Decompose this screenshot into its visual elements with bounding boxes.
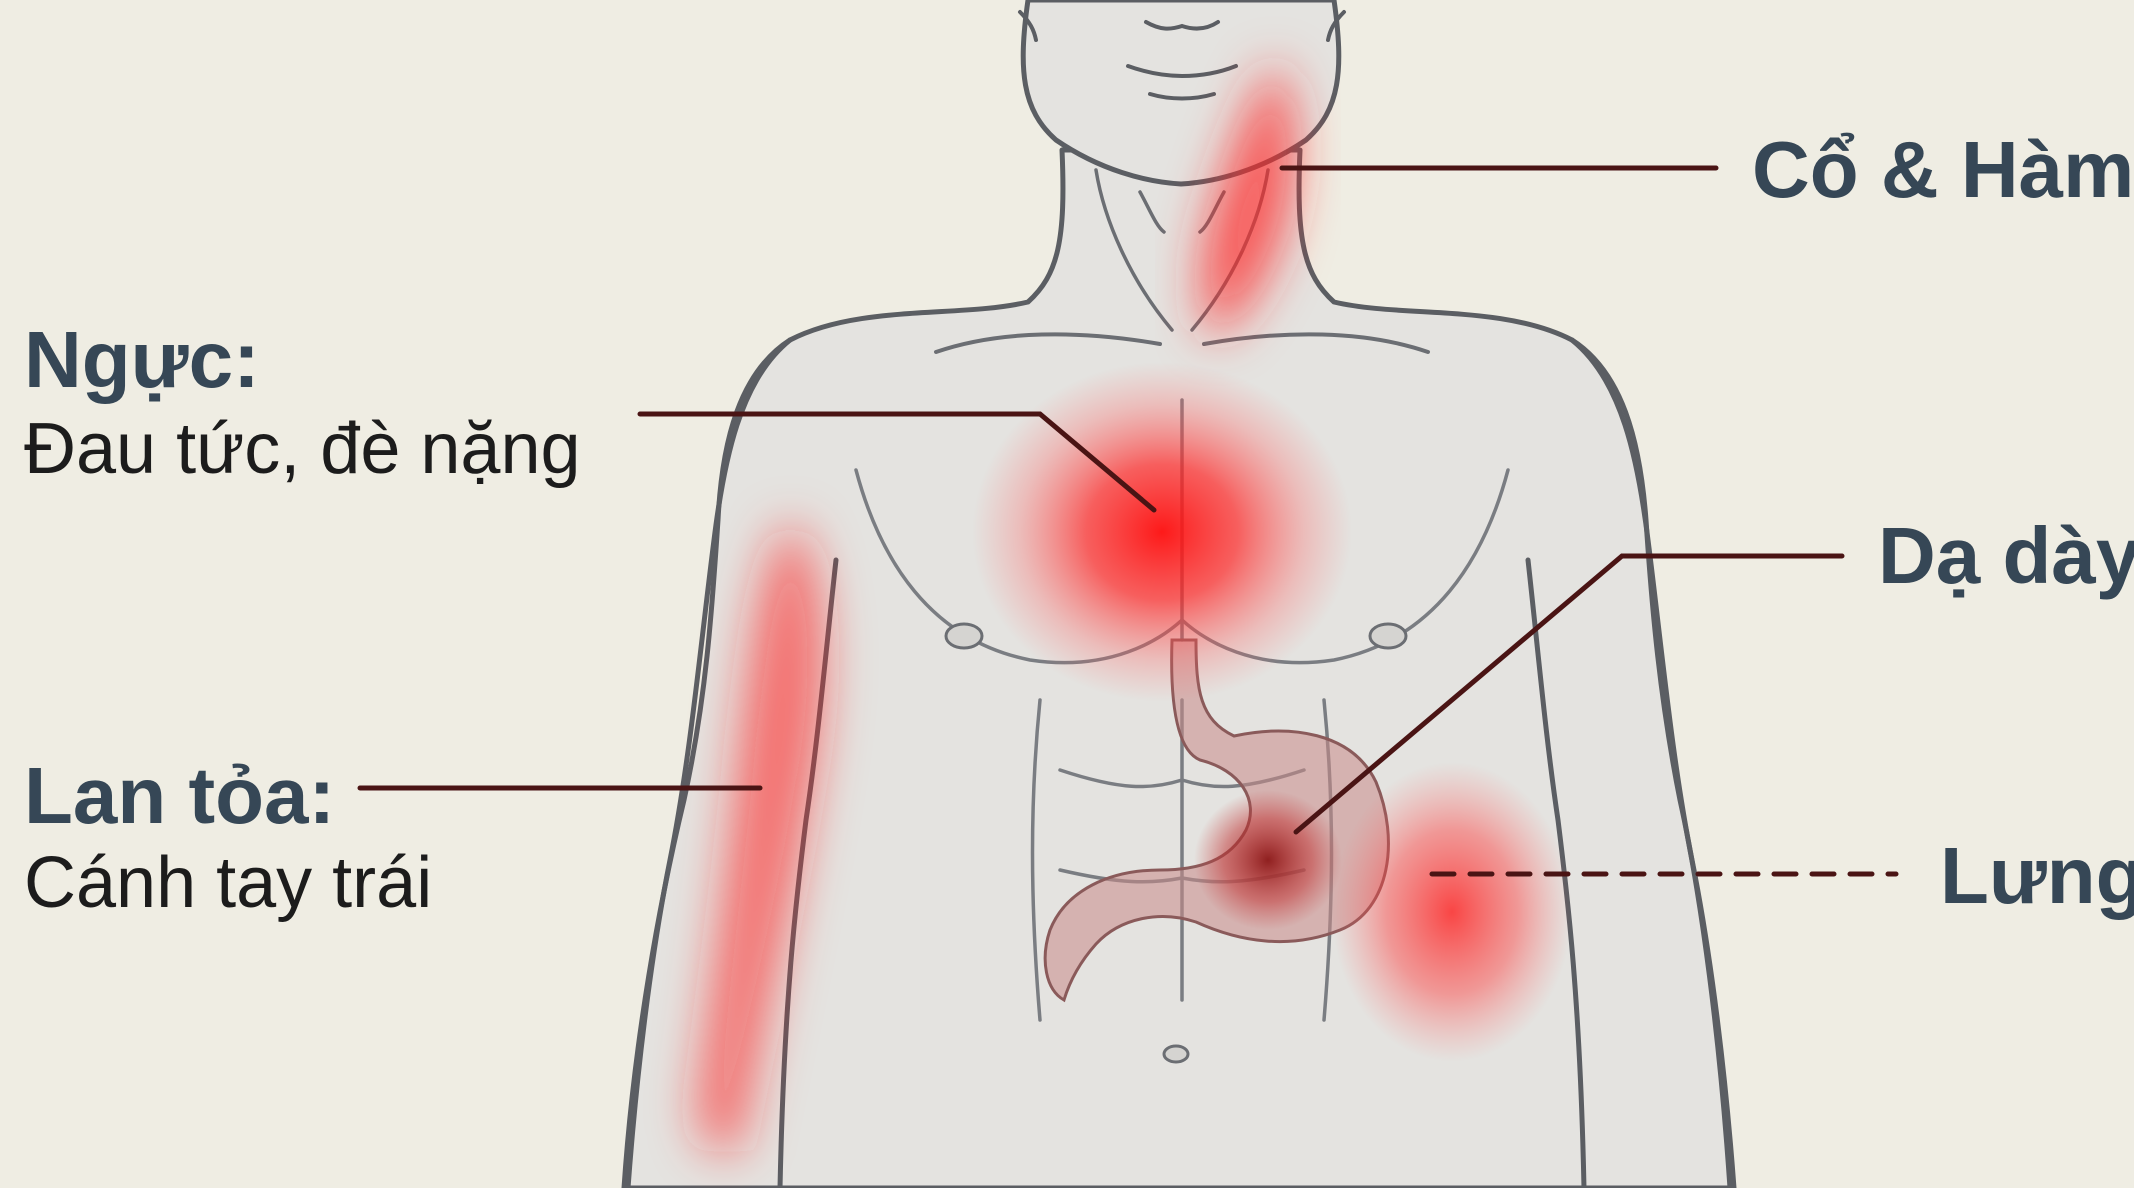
stomach-label: Dạ dày <box>1878 512 2134 600</box>
back-label: Lưng <box>1940 832 2134 920</box>
chest-description-label: Đau tức, đè nặng <box>24 410 581 489</box>
chest-title-label: Ngực: <box>24 316 260 404</box>
radiate-description-label: Cánh tay trái <box>24 844 432 923</box>
back-pain-zone <box>1332 762 1572 1062</box>
neck-jaw-label: Cổ & Hàm <box>1752 126 2134 214</box>
radiate-title-label: Lan tỏa: <box>24 752 335 840</box>
